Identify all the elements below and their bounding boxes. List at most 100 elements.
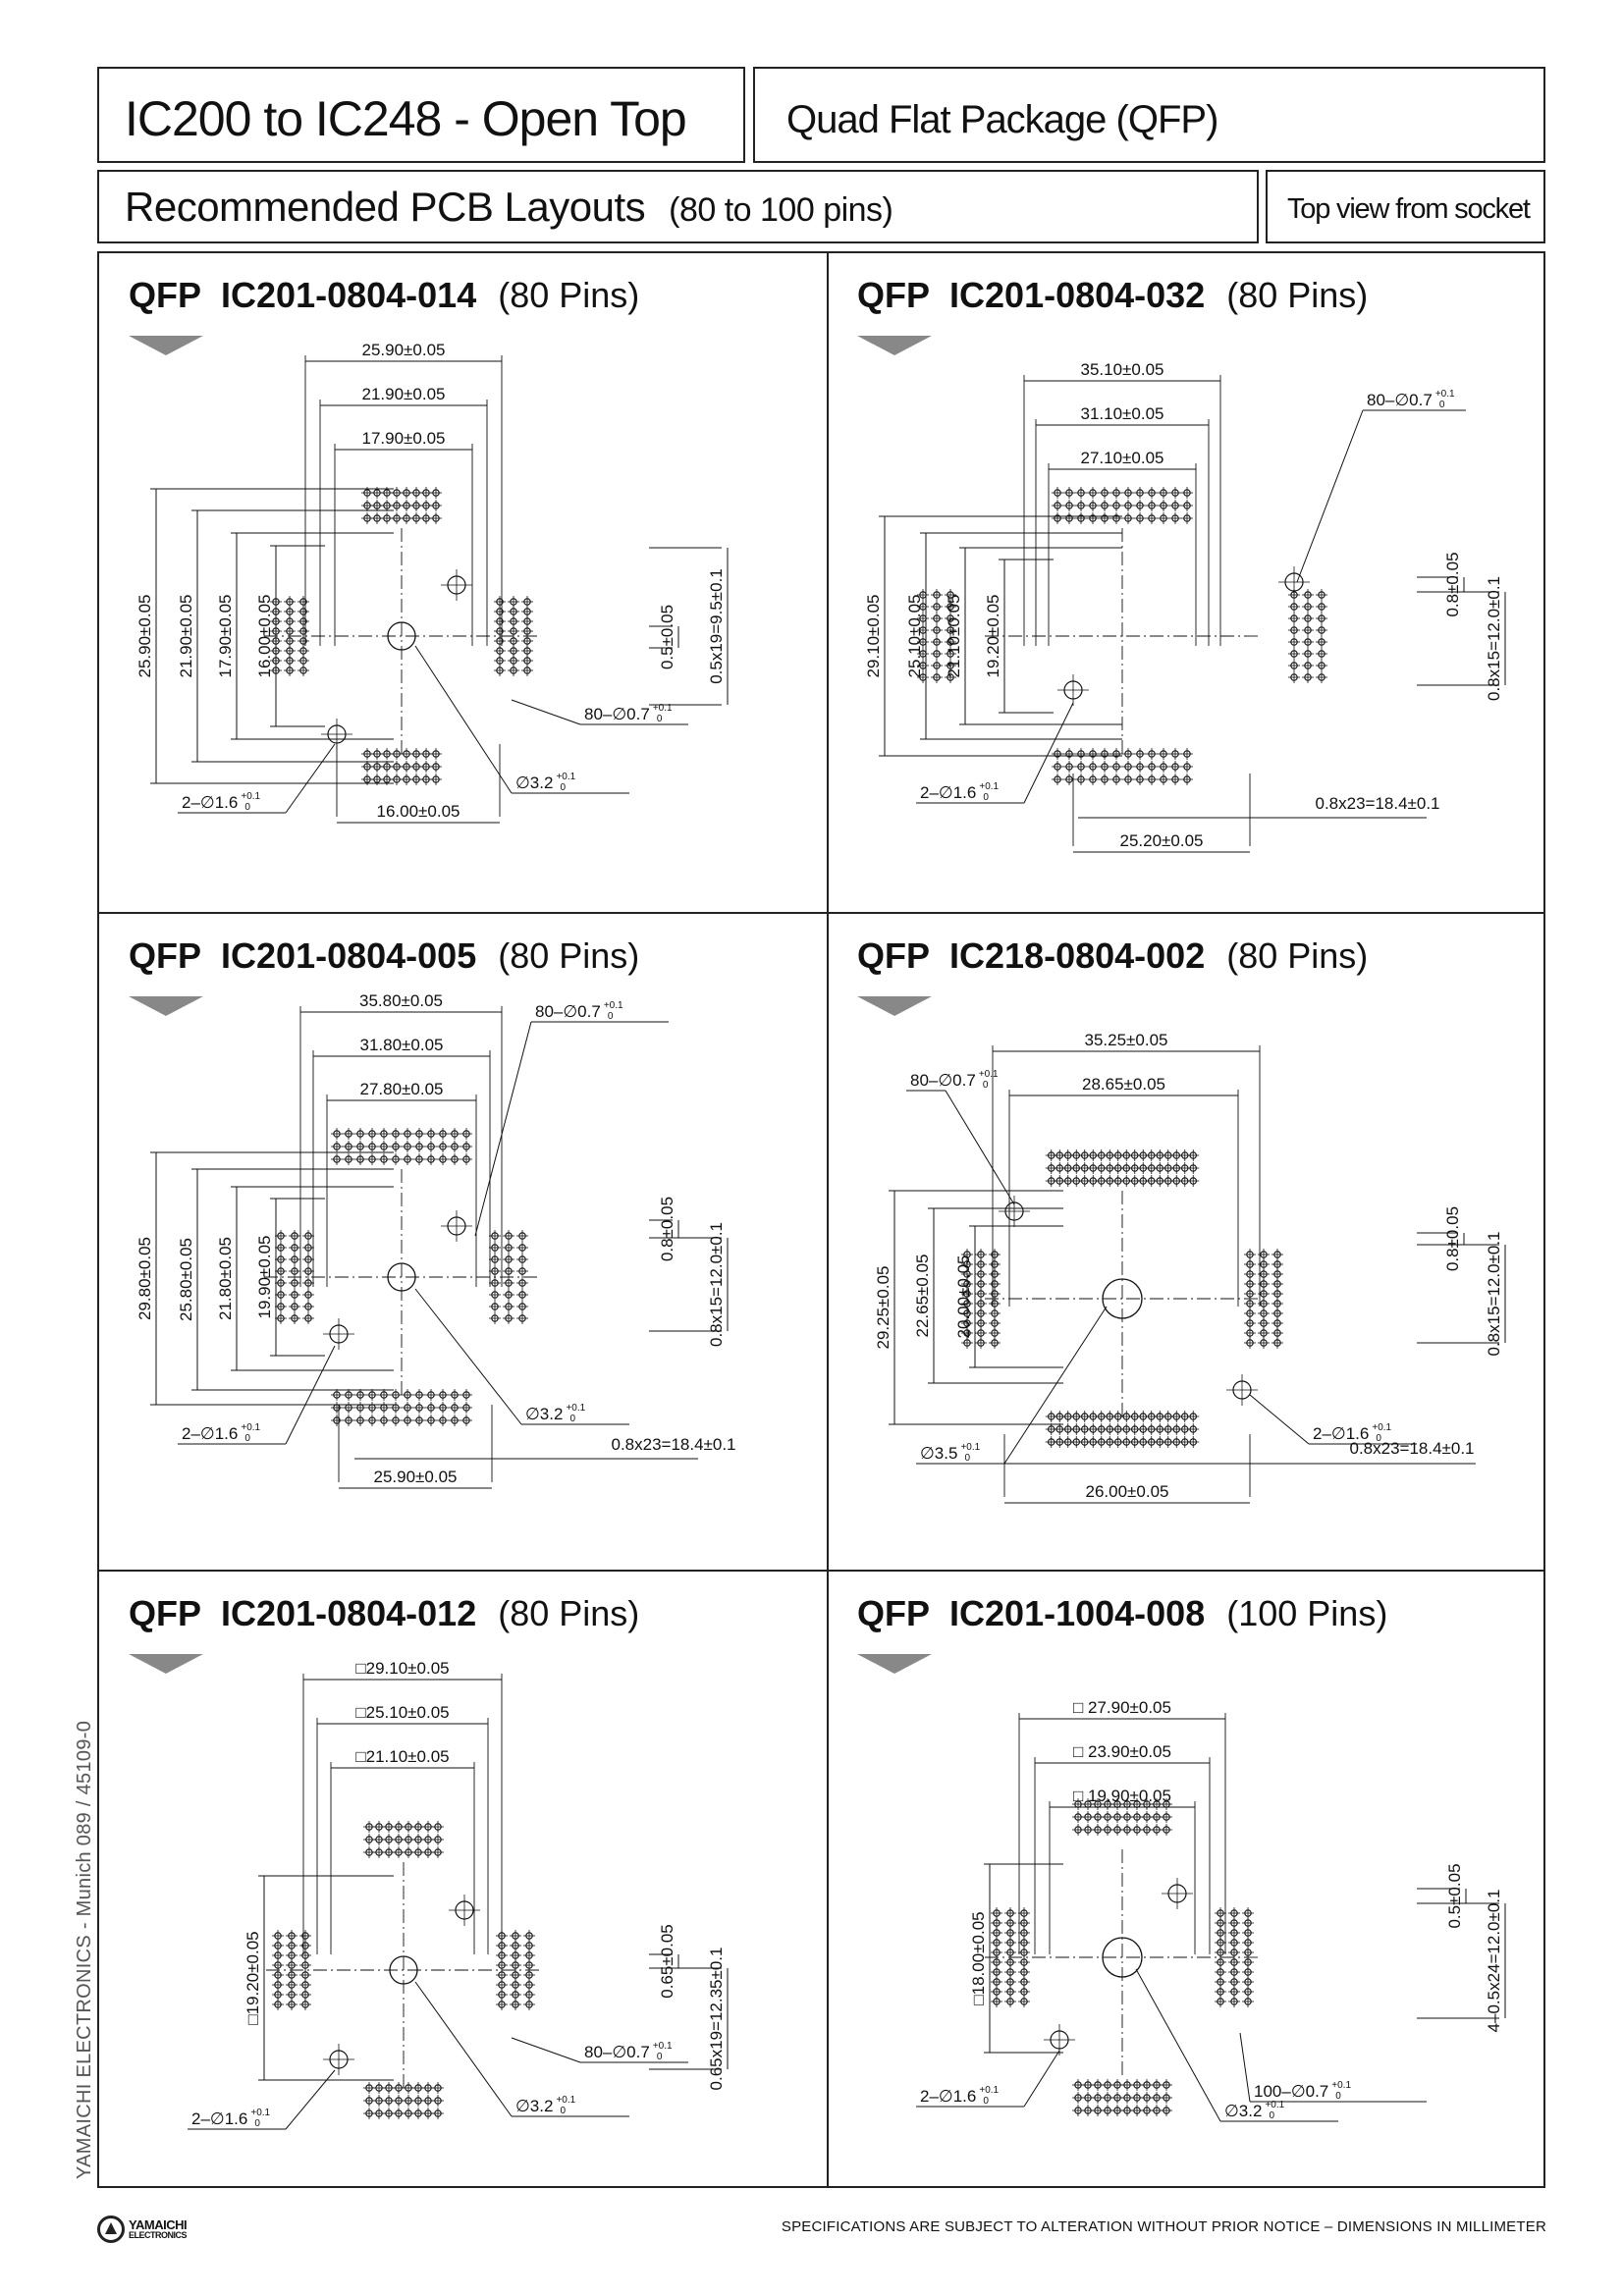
tolerance-upper: +0.1 — [979, 781, 999, 792]
panel-part-number: IC201-0804-005 — [221, 935, 477, 976]
dim-width-1: 35.10±0.05 — [1081, 360, 1164, 379]
dim-width-2: □ 23.90±0.05 — [1073, 1742, 1171, 1761]
triangle-marker-icon — [857, 996, 932, 1016]
tolerance-upper: +0.1 — [566, 1403, 585, 1414]
tolerance-lower: 0 — [254, 2118, 260, 2129]
package-box: Quad Flat Package (QFP) — [753, 67, 1545, 163]
pcb-drawing: 25.90±0.05 21.90±0.05 17.90±0.05 25.90±0.05… — [135, 341, 729, 824]
panel-title: QFP IC218-0804-002(80 Pins) — [857, 935, 1368, 977]
dim-width-3: 17.90±0.05 — [362, 429, 446, 448]
panel-prefix: QFP — [129, 275, 202, 315]
dim-width-1: 25.90±0.05 — [362, 341, 446, 359]
holes-callout: 2–∅1.6 — [182, 1424, 238, 1443]
pad-array — [991, 1798, 1254, 2116]
pads-callout: 80–∅0.7 — [1367, 391, 1433, 409]
layout-panel-ic218-0804-002: QFP IC218-0804-002(80 Pins) 35.25±0.05 28… — [828, 914, 1554, 1570]
panel-title: QFP IC201-0804-014(80 Pins) — [129, 275, 639, 316]
panel-pin-count: (80 Pins) — [498, 1593, 640, 1633]
tolerance-upper: +0.1 — [241, 791, 260, 802]
tolerance-lower: 0 — [608, 1011, 614, 1022]
dim-height-1: □18.00±0.05 — [969, 1911, 988, 2004]
triangle-marker-icon — [857, 1654, 932, 1674]
view-note: Top view from socket — [1287, 193, 1531, 225]
panel-prefix: QFP — [129, 935, 202, 976]
dim-height-4: 19.90±0.05 — [255, 1236, 274, 1319]
tolerance-lower: 0 — [1335, 2091, 1341, 2102]
pcb-drawing: □29.10±0.05□25.10±0.05□19.20±0.05□21.10±… — [188, 1659, 729, 2130]
logo-line-2: ELECTRONICS — [129, 2230, 188, 2240]
center-hole-callout: ∅3.2 — [515, 2097, 553, 2115]
dim-width-1: 35.25±0.05 — [1085, 1031, 1168, 1049]
panel-part-number: IC201-0804-012 — [221, 1593, 477, 1633]
tolerance-upper: +0.1 — [1331, 2080, 1351, 2091]
panel-pin-count: (100 Pins) — [1226, 1593, 1388, 1633]
center-hole-callout: ∅3.5 — [920, 1444, 957, 1463]
tolerance-upper: +0.1 — [1372, 1422, 1391, 1433]
panel-part-number: IC218-0804-002 — [949, 935, 1206, 976]
dim-span: 0.5x19=9.5±0.1 — [707, 568, 726, 684]
pcb-drawing: 35.80±0.0531.80±0.0527.80±0.0529.80±0.05… — [135, 991, 736, 1489]
triangle-marker-icon — [129, 336, 203, 355]
pads-callout: 80–∅0.7 — [584, 2043, 650, 2061]
dim-width-3: 27.10±0.05 — [1081, 449, 1164, 467]
dim-height-1: 25.90±0.05 — [135, 595, 154, 678]
dim-span: 0.65x19=12.35±0.1 — [707, 1948, 726, 2091]
panel-prefix: QFP — [857, 275, 931, 315]
panel-pin-count: (80 Pins) — [498, 275, 640, 315]
dim-width-2: 31.10±0.05 — [1081, 404, 1164, 423]
dim-bottom: 25.20±0.05 — [1120, 831, 1204, 850]
tolerance-upper: +0.1 — [960, 1442, 980, 1453]
dim-span: 0.8x15=12.0±0.1 — [1485, 1231, 1503, 1356]
dim-height-4: 16.00±0.05 — [255, 595, 274, 678]
tolerance-lower: 0 — [657, 714, 663, 724]
center-hole-callout: ∅3.2 — [515, 774, 553, 792]
tolerance-lower: 0 — [560, 2106, 566, 2116]
tolerance-upper: +0.1 — [1435, 389, 1455, 400]
triangle-marker-icon — [857, 336, 932, 355]
tolerance-upper: +0.1 — [979, 2085, 999, 2096]
dim-row: 0.8x23=18.4±0.1 — [611, 1435, 735, 1454]
tolerance-upper: +0.1 — [556, 2095, 575, 2106]
tolerance-lower: 0 — [983, 1080, 989, 1091]
pad-array — [272, 1821, 535, 2119]
subtitle-box: Recommended PCB Layouts(80 to 100 pins) — [97, 170, 1259, 243]
dim-width-2: 28.65±0.05 — [1082, 1075, 1165, 1094]
tolerance-upper: +0.1 — [653, 703, 673, 714]
footer-notice: SPECIFICATIONS ARE SUBJECT TO ALTERATION… — [781, 2218, 1546, 2235]
dim-height-2: 25.10±0.05 — [905, 595, 924, 678]
holes-callout: 2–∅1.6 — [182, 793, 238, 812]
dim-height-4: 19.20±0.05 — [984, 595, 1002, 678]
dim-bottom: 26.00±0.05 — [1086, 1482, 1169, 1501]
dim-span: 0.8x15=12.0±0.1 — [707, 1222, 726, 1347]
tolerance-lower: 0 — [1439, 400, 1445, 410]
holes-callout: 2–∅1.6 — [920, 783, 976, 802]
dim-bottom: 16.00±0.05 — [377, 802, 460, 821]
dim-width-3: 27.80±0.05 — [360, 1080, 444, 1098]
tolerance-lower: 0 — [657, 2052, 663, 2062]
panel-prefix: QFP — [129, 1593, 202, 1633]
tolerance-upper: +0.1 — [653, 2041, 673, 2052]
dim-bottom: 25.90±0.05 — [374, 1468, 458, 1486]
title-box: IC200 to IC248 - Open Top — [97, 67, 745, 163]
dim-width-1: □ 27.90±0.05 — [1073, 1698, 1171, 1717]
tolerance-lower: 0 — [560, 782, 566, 793]
holes-callout: 2–∅1.6 — [920, 2087, 976, 2106]
pads-callout: 80–∅0.7 — [584, 705, 650, 723]
tolerance-lower: 0 — [1376, 1433, 1381, 1444]
dim-height-3: 21.10±0.05 — [945, 595, 963, 678]
tolerance-lower: 0 — [1269, 2110, 1274, 2121]
panel-pin-count: (80 Pins) — [1226, 275, 1369, 315]
panel-title: QFP IC201-0804-012 (80 Pins) — [129, 1593, 639, 1634]
tolerance-lower: 0 — [244, 1433, 250, 1444]
dim-pitch: 0.5±0.05 — [1445, 1863, 1464, 1928]
dim-pitch: 0.8±0.05 — [658, 1197, 676, 1261]
pcb-drawing: 35.10±0.0531.10±0.0527.10±0.0529.10±0.05… — [864, 360, 1506, 853]
panel-part-number: IC201-0804-032 — [949, 275, 1206, 315]
tolerance-upper: +0.1 — [250, 2108, 270, 2118]
dim-height-2: 21.90±0.05 — [177, 595, 195, 678]
dim-height-2: 22.65±0.05 — [913, 1255, 932, 1338]
dim-width-3: □21.10±0.05 — [355, 1747, 449, 1766]
dim-pitch: 0.5±0.05 — [658, 605, 676, 669]
